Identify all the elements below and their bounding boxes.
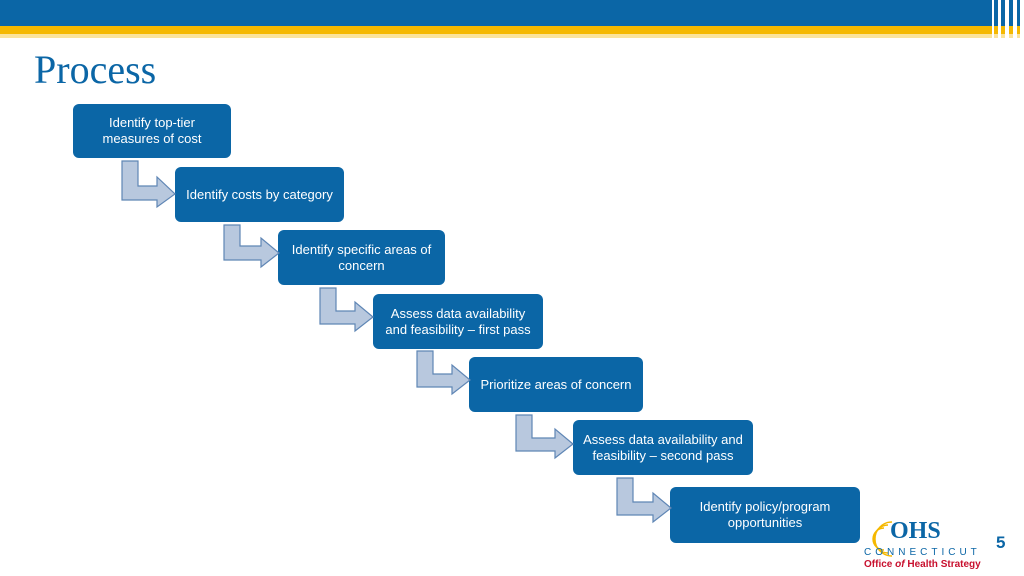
- page-number: 5: [996, 533, 1006, 552]
- connector-arrow-1: [121, 160, 176, 209]
- logo-org-text: Office of Health Strategy: [864, 559, 981, 570]
- logo-mark-text: OHS: [890, 518, 941, 544]
- header-light-stripe: [0, 34, 1024, 38]
- step-7-box: Identify policy/program opportunities: [670, 487, 860, 543]
- connector-arrow-6: [616, 477, 672, 524]
- step-6-box: Assess data availability and feasibility…: [573, 420, 753, 475]
- connector-arrow-2: [223, 224, 280, 269]
- step-5-box: Prioritize areas of concern: [469, 357, 643, 412]
- header-band: [0, 0, 1024, 26]
- slide-title: Process: [34, 47, 157, 92]
- header-decorative-bars: [990, 0, 1024, 38]
- sunburst-icon: [872, 521, 893, 557]
- connector-arrow-4: [416, 350, 471, 396]
- logo-state-text: CONNECTICUT: [864, 547, 981, 558]
- step-1-box: Identify top-tier measures of cost: [73, 104, 231, 158]
- connector-arrow-5: [515, 414, 574, 460]
- step-4-box: Assess data availability and feasibility…: [373, 294, 543, 349]
- step-3-box: Identify specific areas of concern: [278, 230, 445, 285]
- step-2-box: Identify costs by category: [175, 167, 344, 222]
- connector-arrow-3: [319, 287, 374, 333]
- header-gold-stripe: [0, 26, 1024, 34]
- ohs-connecticut-logo: OHS CONNECTICUT Office of Health Strateg…: [864, 518, 981, 570]
